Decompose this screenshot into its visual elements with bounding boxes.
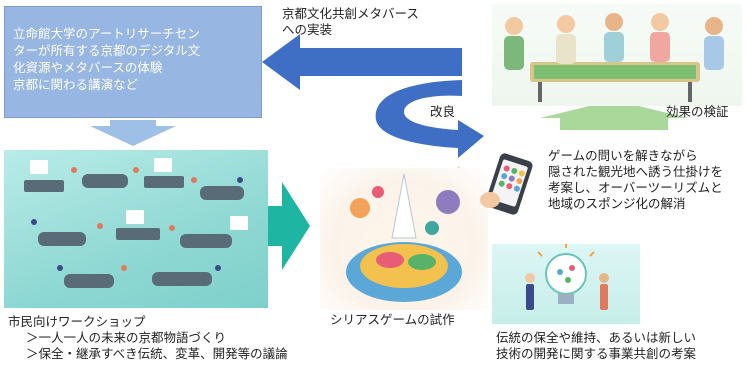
metaverse-label-line: 京都文化共創メタバース — [282, 6, 419, 21]
source-info-text: 立命館大学のアートリサーチセン ターが所有する京都のデジタル文 化資源やメタバー… — [13, 25, 255, 93]
source-info-line: 京都に関わる講演など — [13, 77, 139, 92]
green-up-arrow — [540, 100, 688, 130]
teal-right-arrow — [262, 182, 310, 270]
workshop-item: ＞一人一人の未来の京都物語づくり — [26, 330, 227, 345]
lightbulb-image — [492, 244, 640, 324]
workshop-image — [4, 150, 268, 308]
serious-game-image — [320, 168, 488, 310]
workshop-text: 市民向けワークショップ ＞一人一人の未来の京都物語づくり ＞保全・継承すべき伝統… — [8, 314, 288, 362]
metaverse-label-line: への実装 — [282, 22, 333, 37]
co-creation-line: 伝統の保全や維持、あるいは新しい — [496, 330, 697, 345]
metaverse-label: 京都文化共創メタバース への実装 — [282, 6, 419, 38]
game-caption: シリアスゲームの試作 — [330, 312, 455, 327]
source-info-line: 立命館大学のアートリサーチセン — [13, 26, 200, 41]
blue-curve-arrow — [375, 80, 484, 158]
source-info-box: 立命館大学のアートリサーチセン ターが所有する京都のデジタル文 化資源やメタバー… — [4, 6, 262, 118]
source-info-line: ターが所有する京都のデジタル文 — [13, 43, 201, 58]
source-info-line: 化資源やメタバースの体験 — [13, 60, 163, 75]
light-blue-down-arrow — [90, 120, 176, 146]
kairyo-label: 改良 — [430, 104, 456, 119]
effect-verification-label: 効果の検証 — [666, 104, 729, 119]
game-description-line: 地域のスポンジ化の解消 — [548, 196, 686, 211]
workshop-item: ＞保全・継承すべき伝統、変革、開発等の議論 — [26, 346, 288, 361]
blue-left-arrow — [262, 34, 462, 90]
game-description-line: ゲームの問いを解きながら — [548, 148, 698, 163]
co-creation-text: 伝統の保全や維持、あるいは新しい 技術の開発に関する事業共創の考案 — [496, 330, 696, 362]
game-description-line: 隠された観光地へ誘う仕掛けを — [548, 164, 724, 179]
game-description-line: 考案し、オーバーツーリズムと — [548, 180, 723, 195]
verification-people-image — [492, 4, 742, 106]
game-description: ゲームの問いを解きながら 隠された観光地へ誘う仕掛けを 考案し、オーバーツーリズ… — [548, 148, 723, 212]
smartphone-image — [478, 150, 540, 216]
co-creation-line: 技術の開発に関する事業共創の考案 — [496, 346, 697, 361]
workshop-title: 市民向けワークショップ — [8, 314, 146, 329]
